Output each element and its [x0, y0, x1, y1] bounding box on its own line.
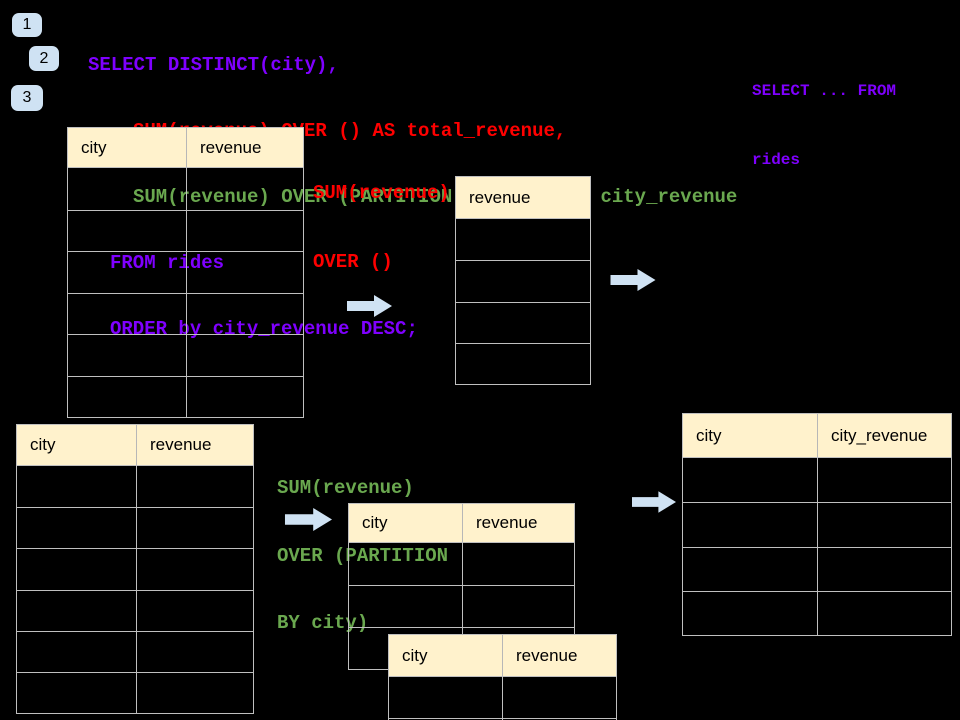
table-partition-front: city revenue	[388, 634, 617, 720]
column-header-revenue: revenue	[469, 187, 531, 207]
step-badge-3: 3	[11, 85, 43, 111]
table-row	[683, 590, 951, 636]
side-note-line: SELECT ... FROM	[752, 82, 897, 100]
table-row	[17, 589, 253, 631]
table-row	[17, 466, 253, 508]
table-row	[683, 546, 951, 591]
right-arrow-icon	[347, 295, 392, 317]
column-header-revenue: revenue	[150, 435, 212, 454]
table-row	[68, 209, 303, 251]
table-row	[17, 548, 253, 590]
step-badge-2: 2	[29, 46, 59, 71]
table-row	[456, 260, 590, 301]
table-row	[456, 301, 590, 343]
label-line: OVER (PARTITION	[277, 544, 449, 567]
column-header-revenue: revenue	[200, 137, 262, 157]
label-line: SUM(revenue)	[313, 182, 450, 204]
sql-line-from: FROM rides	[110, 252, 225, 274]
label-sum-over-partition: SUM(revenue) OVER (PARTITION BY city)	[277, 432, 448, 680]
table-row	[68, 168, 303, 210]
right-arrow-icon	[632, 490, 676, 514]
table-row	[683, 458, 951, 503]
step-badge-1: 1	[12, 13, 42, 37]
table-row	[683, 502, 951, 547]
table-row	[68, 375, 303, 417]
table-total-result: revenue	[455, 176, 591, 386]
table-source-top: city revenue	[67, 127, 304, 418]
table-row	[68, 334, 303, 376]
table-row	[349, 543, 574, 585]
table-row	[456, 219, 590, 260]
right-arrow-icon	[284, 508, 333, 531]
table-row	[68, 251, 303, 293]
label-line: BY city)	[277, 612, 369, 634]
sql-line-select: SELECT DISTINCT(city),	[88, 54, 339, 76]
table-row	[17, 507, 253, 549]
table-row	[456, 342, 590, 384]
column-header-city: city	[17, 425, 137, 465]
table-row	[349, 585, 574, 627]
table-row	[389, 677, 616, 718]
table-partition-mid: city revenue	[348, 503, 575, 670]
column-header-city: city	[683, 414, 818, 457]
right-arrow-icon	[610, 269, 656, 291]
table-row	[17, 630, 253, 672]
label-line: OVER ()	[313, 251, 393, 273]
column-header-city: city	[389, 635, 503, 676]
label-sum-over-total: SUM(revenue) OVER ()	[313, 136, 450, 320]
side-note: SELECT ... FROM rides	[752, 34, 896, 218]
table-row	[17, 671, 253, 714]
column-header-revenue: revenue	[516, 645, 578, 665]
column-header-city: city	[68, 128, 187, 167]
table-source-bottom: city revenue	[16, 424, 254, 715]
column-header-city: city	[349, 504, 463, 542]
sql-query: SELECT DISTINCT(city), SUM(revenue) OVER…	[88, 10, 737, 384]
side-note-line: rides	[752, 151, 801, 169]
table-row	[68, 292, 303, 334]
label-line: SUM(revenue)	[277, 477, 414, 499]
table-city-revenue-result: city city_revenue	[682, 413, 952, 637]
column-header-revenue: revenue	[476, 513, 538, 532]
column-header-city-revenue: city_revenue	[831, 425, 928, 445]
